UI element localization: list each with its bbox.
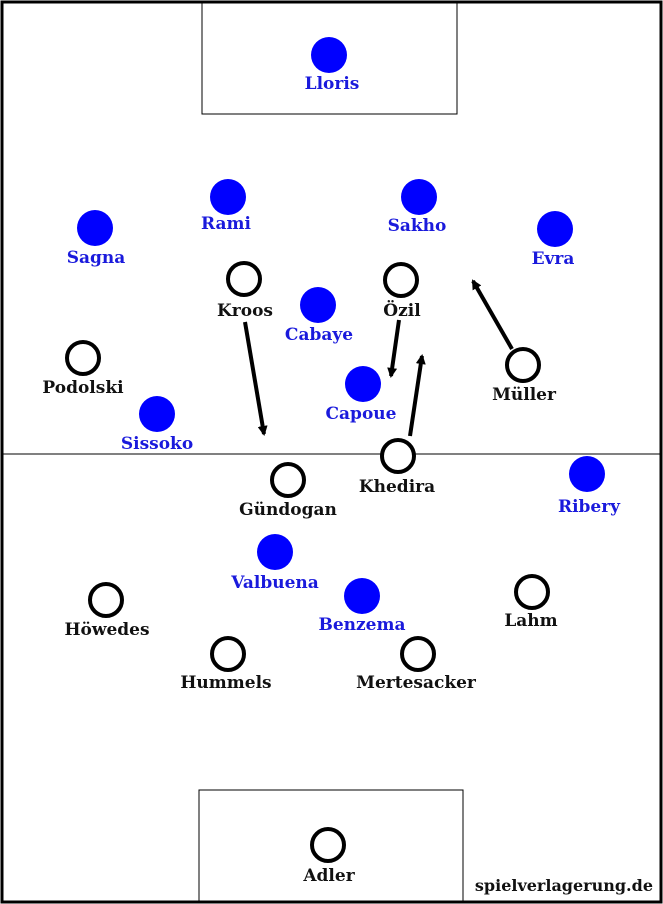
player-hummels: Hummels bbox=[180, 636, 272, 693]
player-name: Rami bbox=[201, 214, 252, 234]
player-name: Gündogan bbox=[239, 500, 337, 520]
player-mertesacker: Mertesacker bbox=[356, 636, 477, 693]
player-ribery: Ribery bbox=[558, 456, 621, 517]
player-marker bbox=[344, 578, 380, 614]
player-lahm: Lahm bbox=[504, 574, 558, 631]
player-marker bbox=[65, 340, 101, 376]
player-benzema: Benzema bbox=[318, 578, 406, 635]
player-marker bbox=[537, 211, 573, 247]
player-podolski: Podolski bbox=[42, 340, 124, 398]
player-marker bbox=[569, 456, 605, 492]
player-name: Sakho bbox=[388, 216, 447, 236]
player-cabaye: Cabaye bbox=[285, 287, 353, 345]
player-marker bbox=[383, 262, 419, 298]
player-name: Benzema bbox=[318, 615, 405, 635]
player-marker bbox=[400, 636, 436, 672]
player-marker bbox=[257, 534, 293, 570]
player-marker bbox=[514, 574, 550, 610]
player-marker bbox=[210, 636, 246, 672]
player-rami: Rami bbox=[201, 179, 252, 234]
bottom-penalty-box bbox=[198, 789, 464, 902]
player-name: Sagna bbox=[67, 248, 126, 268]
player-name: Evra bbox=[532, 249, 575, 269]
player-marker bbox=[210, 179, 246, 215]
player-marker bbox=[139, 396, 175, 432]
player-name: Lloris bbox=[305, 74, 360, 94]
player-oezil: Özil bbox=[383, 262, 421, 321]
player-marker bbox=[77, 210, 113, 246]
player-marker bbox=[380, 438, 416, 474]
top-penalty-box bbox=[201, 2, 458, 115]
player-kroos: Kroos bbox=[217, 261, 273, 321]
player-name: Özil bbox=[383, 300, 421, 321]
player-marker bbox=[270, 462, 306, 498]
oezil-run-arrow bbox=[387, 319, 401, 378]
player-name: Podolski bbox=[42, 378, 124, 398]
player-marker bbox=[401, 179, 437, 215]
player-name: Adler bbox=[302, 866, 355, 886]
player-marker bbox=[345, 366, 381, 402]
player-capoue: Capoue bbox=[326, 366, 397, 424]
player-hoewedes: Höwedes bbox=[64, 582, 150, 640]
player-adler: Adler bbox=[302, 827, 356, 886]
player-mueller: Müller bbox=[492, 347, 557, 405]
player-valbuena: Valbuena bbox=[230, 534, 319, 593]
player-name: Cabaye bbox=[285, 325, 353, 345]
player-sissoko: Sissoko bbox=[121, 396, 193, 454]
player-marker bbox=[88, 582, 124, 618]
player-name: Müller bbox=[492, 385, 557, 405]
player-name: Ribery bbox=[558, 497, 621, 517]
player-name: Höwedes bbox=[64, 620, 149, 640]
player-name: Mertesacker bbox=[356, 673, 477, 693]
player-evra: Evra bbox=[532, 211, 575, 269]
player-sagna: Sagna bbox=[67, 210, 126, 268]
player-name: Sissoko bbox=[121, 434, 193, 454]
player-guendogan: Gündogan bbox=[239, 462, 337, 520]
player-name: Hummels bbox=[180, 673, 271, 693]
player-sakho: Sakho bbox=[388, 179, 447, 236]
player-name: Khedira bbox=[359, 477, 435, 497]
player-marker bbox=[311, 37, 347, 73]
player-lloris: Lloris bbox=[305, 37, 360, 94]
player-name: Kroos bbox=[217, 301, 273, 321]
credit-text: spielverlagerung.de bbox=[475, 876, 653, 895]
player-marker bbox=[310, 827, 346, 863]
khedira-run-arrow bbox=[408, 354, 426, 437]
mueller-run-arrow bbox=[471, 279, 514, 350]
player-name: Capoue bbox=[326, 404, 397, 424]
player-name: Lahm bbox=[504, 611, 557, 631]
player-name: Valbuena bbox=[230, 573, 319, 593]
player-marker bbox=[300, 287, 336, 323]
player-khedira: Khedira bbox=[359, 438, 435, 497]
player-marker bbox=[226, 261, 262, 297]
kroos-run-arrow bbox=[243, 321, 268, 436]
player-marker bbox=[505, 347, 541, 383]
